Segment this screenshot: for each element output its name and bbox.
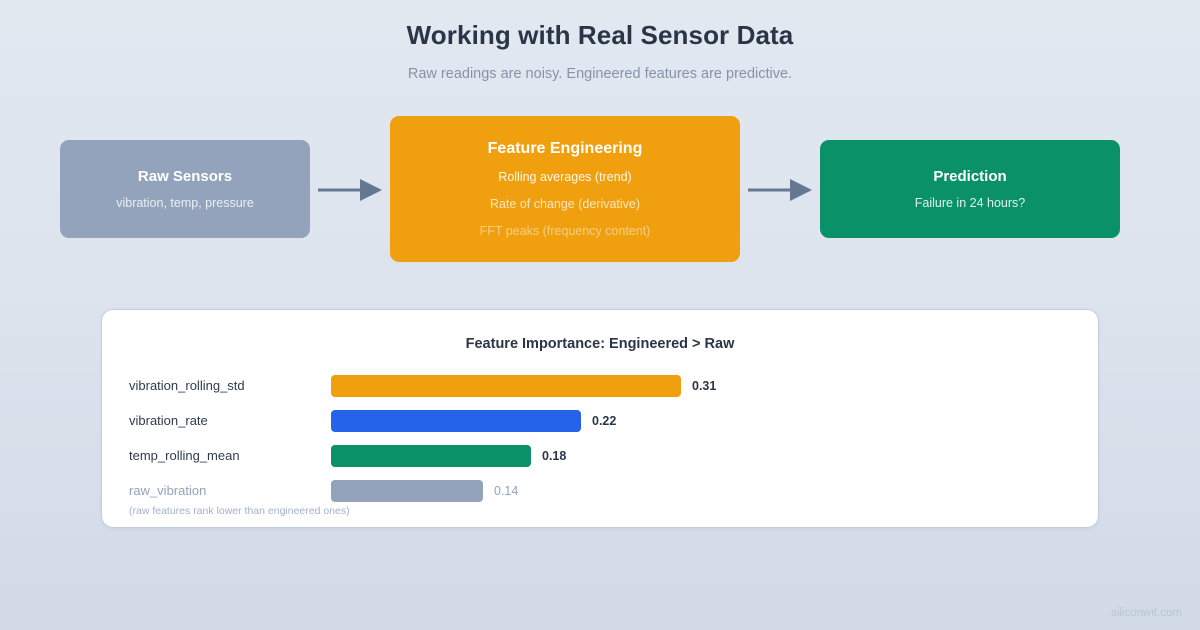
feature-bar-row: temp_rolling_mean 0.18 xyxy=(129,438,1098,473)
flow-arrow-raw-to-feature-icon xyxy=(318,179,382,201)
feature-bar-fill xyxy=(331,409,581,432)
feature-importance-bar-chart: vibration_rolling_std 0.31 vibration_rate 0… xyxy=(102,368,1098,508)
feature-bar-value: 0.31 xyxy=(692,378,717,393)
feature-bar-row: vibration_rolling_std 0.31 xyxy=(129,368,1098,403)
flow-box-raw-sensors-line-1: vibration, temp, pressure xyxy=(116,195,254,210)
flow-box-feature-engineering-line-2: Rate of change (derivative) xyxy=(489,196,641,211)
feature-bar-row: vibration_rate 0.22 xyxy=(129,403,1098,438)
feature-bar-label: raw_vibration xyxy=(129,483,207,498)
feature-importance-note: (raw features rank lower than engineered… xyxy=(129,505,350,517)
feature-importance-card: Feature Importance: Engineered > Raw vib… xyxy=(101,309,1099,528)
feature-bar-track: 0.31 xyxy=(331,374,1091,397)
flow-box-prediction-line-1: Failure in 24 hours? xyxy=(914,195,1026,210)
flow-box-prediction: Prediction Failure in 24 hours? xyxy=(820,140,1120,238)
page-header: Working with Real Sensor Data Raw readin… xyxy=(0,0,1200,82)
feature-bar-fill xyxy=(331,479,483,502)
feature-bar-track: 0.14 xyxy=(331,479,1091,502)
feature-bar-fill xyxy=(331,444,531,467)
page-subtitle: Raw readings are noisy. Engineered featu… xyxy=(407,66,793,82)
feature-bar-value: 0.14 xyxy=(494,483,519,498)
feature-bar-label: temp_rolling_mean xyxy=(129,448,240,463)
flow-arrow-feature-to-prediction-icon xyxy=(748,179,812,201)
flow-box-feature-engineering-line-3: FFT peaks (frequency content) xyxy=(479,223,651,238)
feature-bar-value: 0.22 xyxy=(592,413,617,428)
feature-importance-title: Feature Importance: Engineered > Raw xyxy=(465,336,735,352)
feature-bar-track: 0.18 xyxy=(331,444,1091,467)
feature-bar-row: raw_vibration 0.14 xyxy=(129,473,1098,508)
feature-bar-value: 0.18 xyxy=(542,448,567,463)
feature-bar-track: 0.22 xyxy=(331,409,1091,432)
feature-bar-fill xyxy=(331,374,681,397)
site-watermark: siliconwit.com xyxy=(1111,607,1182,619)
flow-box-raw-sensors-title: Raw Sensors xyxy=(137,167,233,185)
flow-box-feature-engineering-title: Feature Engineering xyxy=(487,139,643,157)
flow-box-raw-sensors: Raw Sensors vibration, temp, pressure xyxy=(60,140,310,238)
flow-box-feature-engineering-line-1: Rolling averages (trend) xyxy=(498,169,632,184)
page-title: Working with Real Sensor Data xyxy=(406,20,794,50)
feature-bar-label: vibration_rolling_std xyxy=(129,378,245,393)
pipeline-flow-diagram: Raw Sensors vibration, temp, pressure Fe… xyxy=(0,116,1200,262)
flow-box-feature-engineering: Feature Engineering Rolling averages (tr… xyxy=(390,116,740,262)
feature-bar-label: vibration_rate xyxy=(129,413,208,428)
flow-box-prediction-title: Prediction xyxy=(933,167,1007,185)
